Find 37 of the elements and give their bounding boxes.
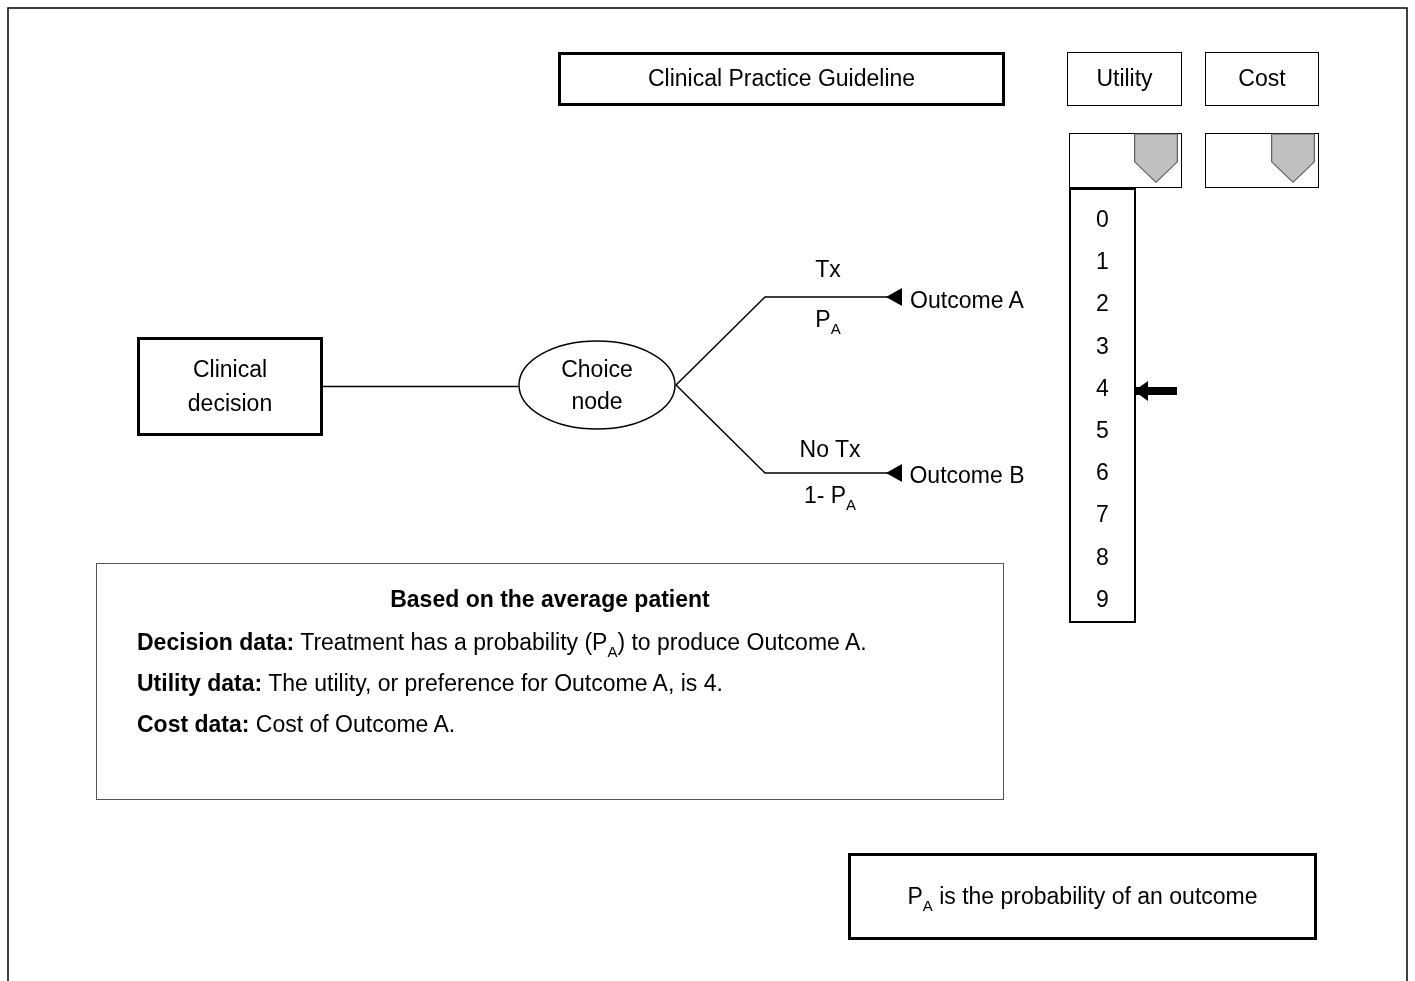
outcome-label: Outcome B <box>909 461 1025 489</box>
panel-heading: Based on the average patient <box>389 586 711 613</box>
choice-node-ellipse <box>518 340 676 430</box>
list-item: 9 <box>1096 584 1109 614</box>
outcome-label: Outcome A <box>910 286 1024 314</box>
probability-label: 1- P$_{A}$ <box>803 482 857 509</box>
guideline-box <box>558 52 1005 106</box>
data-paragraph: Cost data: Cost of Outcome A. <box>137 711 457 738</box>
node-label: Utility <box>1095 64 1154 94</box>
node-label: Clinical Practice Guideline <box>646 64 917 94</box>
info-panel <box>96 563 1004 800</box>
decision-box <box>137 337 323 436</box>
branch-line <box>675 384 903 482</box>
list-item: 3 <box>1096 331 1109 361</box>
connector-line <box>322 385 519 388</box>
column-header <box>1205 52 1319 106</box>
list-item: 8 <box>1096 542 1109 572</box>
branch-line <box>675 288 903 386</box>
list-item: 2 <box>1096 289 1109 319</box>
list-item: 1 <box>1096 247 1109 277</box>
probability-label: P$_{A}$ <box>815 306 841 333</box>
data-paragraph: Decision data: Treatment has a probability (P$_{A}$) to produce Outcome A. <box>137 629 868 656</box>
dropdown-field <box>1205 133 1319 188</box>
definition-box <box>848 853 1317 940</box>
column-header <box>1067 52 1182 106</box>
node-label: Clinical decision <box>186 355 274 418</box>
dropdown-list <box>1069 188 1136 623</box>
list-item: 6 <box>1096 458 1109 488</box>
node-label: Cost <box>1237 64 1287 94</box>
list-item: 0 <box>1096 205 1109 234</box>
list-item: 5 <box>1096 416 1109 445</box>
node-label: Choice node <box>560 354 634 416</box>
data-paragraph: Utility data: The utility, or preference for Outcome A, is 4. <box>137 670 724 697</box>
list-item: 4 <box>1096 373 1109 403</box>
list-item: 7 <box>1096 500 1109 530</box>
dropdown-field <box>1069 133 1182 188</box>
node-label: P$_{A}$ is the probability of an outcome <box>906 881 1259 914</box>
